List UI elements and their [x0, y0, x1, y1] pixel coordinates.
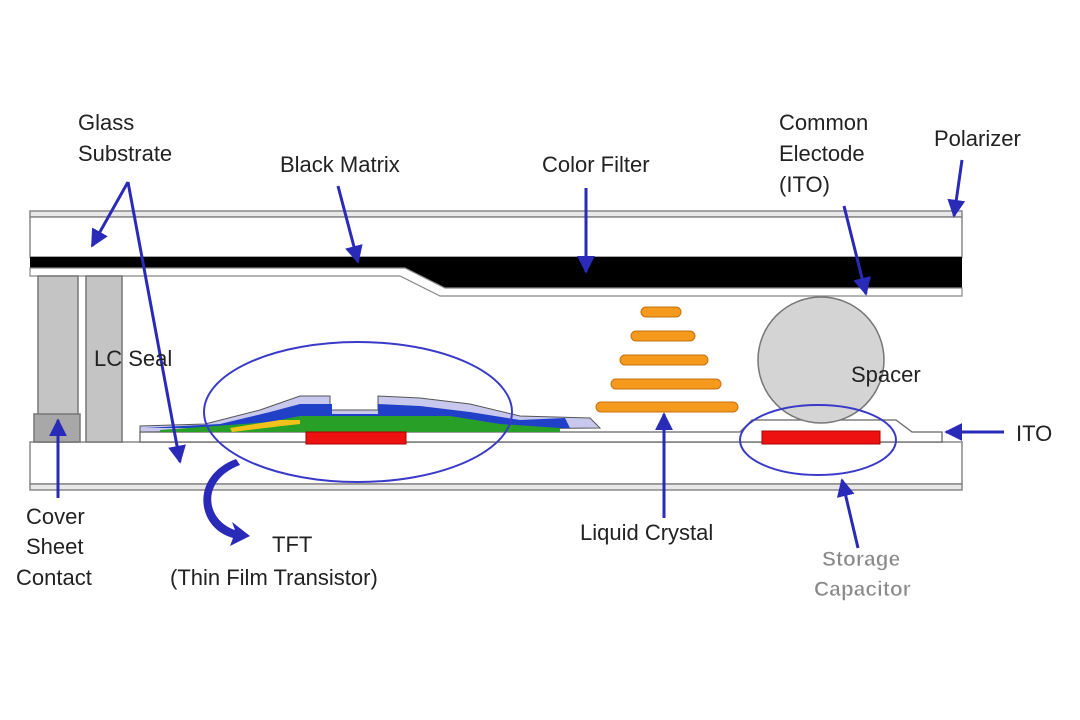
glass-substrate-arrow-bottom: [126, 181, 186, 464]
lc-molecule: [619, 354, 709, 366]
spacer-ball: [757, 296, 885, 424]
top-polarizer: [29, 210, 963, 218]
lc-seal-inner: [85, 275, 123, 443]
liquid-crystal-label: Liquid Crystal: [580, 520, 713, 545]
spacer-label: Spacer: [851, 362, 921, 387]
tft-label-line2: (Thin Film Transistor): [170, 565, 378, 590]
bottom-glass-substrate: [29, 441, 963, 485]
cover-sheet-label-line3: Contact: [16, 565, 92, 590]
lc-molecule: [630, 330, 696, 342]
tft-storage-red: [305, 431, 407, 445]
tft-curved-arrow: [203, 459, 250, 546]
common-electrode-label-line1: Common: [779, 110, 868, 135]
glass-substrate-label-line2: Substrate: [78, 141, 172, 166]
ito-label: ITO: [1016, 421, 1052, 446]
lc-molecule: [610, 378, 722, 390]
storage-capacitor-label-line1: Storage: [822, 548, 900, 571]
tft-gate-strip: [230, 420, 300, 432]
top-glass-substrate: [29, 216, 963, 258]
tft-label-line1: TFT: [272, 532, 312, 557]
common-electrode-arrow: [842, 205, 871, 296]
common-electrode-label-line3: (ITO): [779, 172, 830, 197]
tft-highlight-ellipse: [203, 341, 513, 483]
lc-seal-label: LC Seal: [94, 346, 172, 371]
polarizer-label: Polarizer: [934, 126, 1021, 151]
storage-capacitor-highlight-ellipse: [739, 404, 897, 476]
color-filter-label: Color Filter: [542, 152, 650, 177]
lc-molecule: [640, 306, 682, 318]
black-matrix: [30, 257, 962, 288]
black-matrix-arrow: [336, 185, 363, 264]
cover-sheet-label-line1: Cover: [26, 504, 85, 529]
glass-substrate-arrow-top: [90, 181, 130, 248]
pointer-arrows: [49, 159, 1004, 549]
lc-molecule: [595, 401, 739, 413]
storage-capacitor-label-line2: Capacitor: [814, 578, 911, 601]
liquid-crystal-molecules: [595, 306, 739, 413]
storage-capacitor-arrow: [836, 478, 860, 549]
cover-sheet-label-line2: Sheet: [26, 534, 84, 559]
black-matrix-label: Black Matrix: [280, 152, 400, 177]
polarizer-arrow: [947, 159, 966, 218]
bottom-polarizer: [29, 483, 963, 491]
glass-substrate-label-line1: Glass: [78, 110, 134, 135]
storage-capacitor-electrode: [761, 430, 881, 445]
common-electrode-layer: [29, 267, 963, 297]
common-electrode-label-line2: Electode: [779, 141, 865, 166]
